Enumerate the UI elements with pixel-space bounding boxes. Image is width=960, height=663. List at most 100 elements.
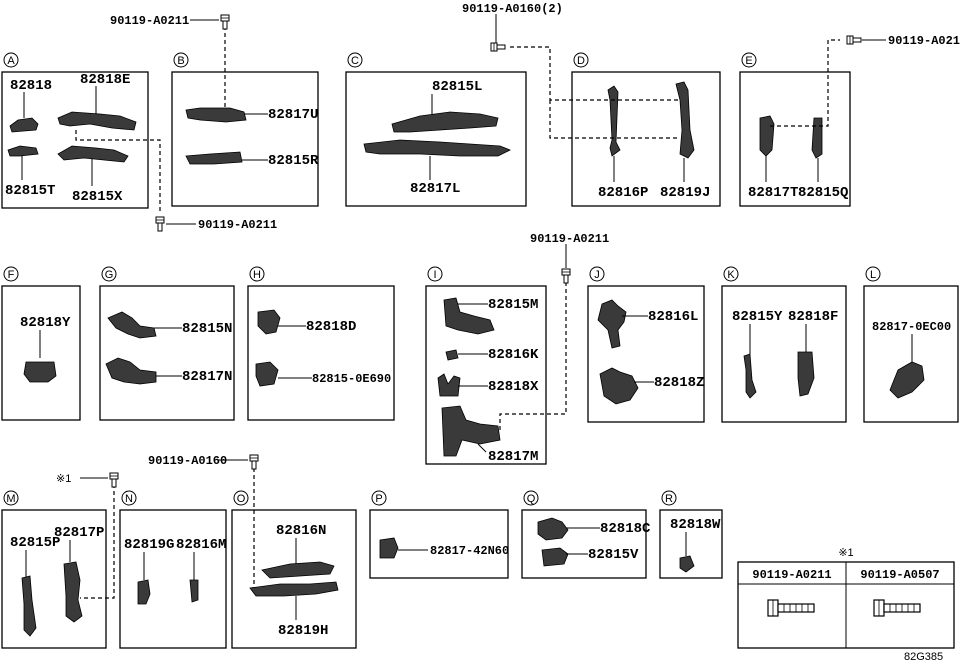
part-label[interactable]: 82816K: [488, 347, 539, 363]
part-label[interactable]: 82818E: [80, 72, 130, 88]
part-shape: [379, 537, 399, 559]
part-label[interactable]: 82815T: [5, 183, 55, 199]
part-shape: [441, 405, 501, 457]
part-label[interactable]: 82815M: [488, 297, 538, 313]
section-f: F 82818Y: [1, 266, 81, 421]
part-label[interactable]: 82816P: [598, 185, 648, 201]
part-shape: [443, 297, 495, 335]
part-shape: [189, 579, 199, 603]
part-label[interactable]: 82817-42N60: [430, 544, 509, 558]
part-shape: [607, 85, 621, 157]
part-shape: [537, 517, 569, 541]
part-label[interactable]: 82815R: [268, 153, 319, 169]
bolt-label[interactable]: 90119-A0211: [530, 232, 609, 246]
part-label[interactable]: 82818Y: [20, 315, 71, 331]
part-shape: [679, 555, 695, 573]
section-letter-g: G: [105, 269, 114, 281]
part-shape: [137, 579, 151, 605]
part-shape: [7, 145, 39, 157]
section-letter-q: Q: [527, 493, 536, 505]
part-label[interactable]: 82819G: [124, 537, 174, 553]
part-label[interactable]: 82818D: [306, 319, 356, 335]
bolt-label[interactable]: 90119-A0160: [148, 454, 227, 468]
legend-mark: ※1: [838, 547, 853, 559]
part-label[interactable]: 82816L: [648, 309, 698, 325]
bolt-icon: [873, 599, 921, 617]
section-letter-h: H: [253, 269, 261, 281]
section-letter-r: R: [665, 493, 673, 505]
part-shape: [797, 351, 815, 397]
part-label[interactable]: 82815-0E690: [312, 372, 391, 386]
part-label[interactable]: 82816N: [276, 523, 326, 539]
section-letter-o: O: [237, 493, 246, 505]
part-shape: [811, 117, 823, 159]
part-label[interactable]: 82815L: [432, 79, 482, 95]
part-label[interactable]: 82817M: [488, 449, 538, 465]
part-label[interactable]: 82817U: [268, 107, 318, 123]
bolt-b: 90119-A0211: [110, 14, 230, 30]
part-label[interactable]: 82818X: [488, 379, 539, 395]
part-label[interactable]: 82815N: [182, 321, 232, 337]
section-g: G 82815N 82817N: [99, 266, 235, 421]
bolt-e: 90119-A0211: [846, 34, 960, 48]
section-d: D 82816P 82819J: [510, 46, 721, 207]
part-label[interactable]: 82817N: [182, 369, 232, 385]
part-label[interactable]: 82816M: [176, 537, 226, 553]
part-label[interactable]: 82815V: [588, 547, 639, 563]
part-shape: [21, 575, 37, 637]
part-shape: [391, 111, 499, 133]
legend-item[interactable]: 90119-A0211: [752, 568, 831, 582]
part-shape: [249, 581, 339, 597]
part-label[interactable]: 82817L: [410, 181, 460, 197]
section-n: N 82819G 82816M: [119, 490, 227, 649]
part-shape: [363, 139, 511, 157]
section-letter-p: P: [375, 493, 382, 505]
part-label[interactable]: 82819H: [278, 623, 328, 639]
part-shape: [105, 357, 157, 385]
section-k: K 82815Y 82818F: [721, 266, 847, 423]
note-mark: ※1: [56, 473, 71, 485]
section-letter-k: K: [727, 269, 735, 281]
part-shape: [437, 373, 461, 397]
part-label[interactable]: 82815X: [72, 189, 123, 205]
part-label[interactable]: 82818Z: [654, 375, 704, 391]
legend-table: ※1 90119-A0211 90119-A0507: [737, 547, 955, 649]
part-shape: [445, 349, 459, 361]
part-label[interactable]: 82818W: [670, 517, 721, 533]
part-label[interactable]: 82815Q: [798, 185, 848, 201]
part-label[interactable]: 82819J: [660, 185, 710, 201]
part-label[interactable]: 82818C: [600, 521, 651, 537]
bolt-label[interactable]: 90119-A0211: [888, 34, 960, 48]
legend-item[interactable]: 90119-A0507: [860, 568, 939, 582]
part-label[interactable]: 82817P: [54, 525, 104, 541]
part-shape: [675, 81, 695, 159]
bolt-label[interactable]: 90119-A0211: [198, 218, 277, 232]
part-shape: [255, 361, 279, 387]
section-letter-n: N: [125, 493, 133, 505]
part-shape: [743, 353, 757, 399]
section-i: I 82815M 82816K 82818X 82817M: [425, 266, 567, 465]
part-label[interactable]: 82817T: [748, 185, 798, 201]
section-e: E 82817T 82815Q: [739, 39, 851, 207]
part-label[interactable]: 82817-0EC00: [872, 320, 951, 334]
section-p: P 82817-42N60: [369, 490, 509, 579]
bolt-icon: [767, 599, 815, 617]
part-shape: [599, 367, 639, 405]
part-label[interactable]: 82815P: [10, 535, 60, 551]
part-shape: [185, 151, 243, 165]
part-shape: [107, 311, 157, 339]
part-shape: [63, 561, 83, 623]
part-label[interactable]: 82818F: [788, 309, 838, 325]
bolt-label[interactable]: 90119-A0160(2): [462, 2, 563, 16]
part-shape: [541, 547, 569, 567]
section-o: O 82816N 82819H: [231, 468, 357, 649]
section-letter-j: J: [594, 269, 600, 281]
section-letter-f: F: [8, 269, 15, 281]
section-letter-e: E: [745, 55, 752, 67]
part-label[interactable]: 82815Y: [732, 309, 783, 325]
section-letter-d: D: [577, 55, 585, 67]
part-label[interactable]: 82818: [10, 78, 52, 94]
bolt-label[interactable]: 90119-A0211: [110, 14, 189, 28]
section-b: B 82817U 82815R: [171, 26, 319, 207]
